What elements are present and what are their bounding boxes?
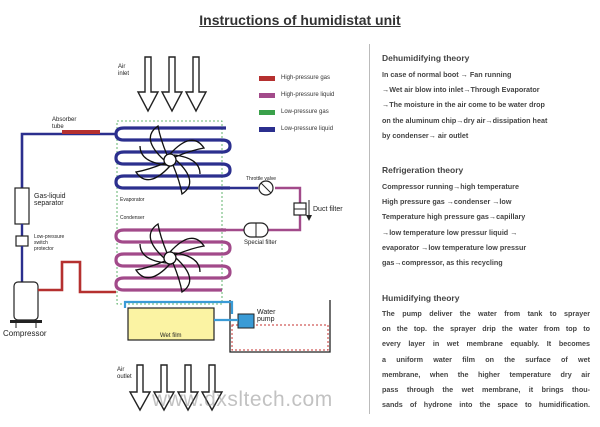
text-line: →low temperature low pressur liquid → <box>382 227 518 237</box>
air-outlet-label-line: Air <box>117 367 125 373</box>
text-line: →The moisture in the air come to be wate… <box>382 100 545 110</box>
legend-label: High-pressure gas <box>281 75 331 81</box>
text-line: In case of normal boot → Fan running <box>382 70 512 79</box>
water-pump <box>237 313 255 329</box>
water-pump-label-line: pump <box>257 316 275 323</box>
special-filter-shape <box>243 222 269 238</box>
air-inlet-label-line: Air <box>118 64 126 70</box>
switch-label-line: Low-pressure <box>34 234 65 240</box>
legend-item: High-pressure gas <box>281 74 330 82</box>
unit-housing <box>116 120 223 305</box>
humidifying-heading: Humidifying theory <box>382 293 460 303</box>
text-line: every layer in wet membrane equably. It … <box>382 339 590 349</box>
high-pressure-gas-line <box>38 260 116 294</box>
throttle-valve-shape <box>258 180 274 196</box>
text-line: The pump deliver the water from tank to … <box>382 309 590 318</box>
text-line: evaporator →low temperature low pressur <box>382 242 527 252</box>
refrigeration-heading: Refrigeration theory <box>382 165 464 175</box>
page-title: Instructions of humidistat unit <box>199 12 401 28</box>
legend-swatch <box>259 76 275 81</box>
evaporator-label: Evaporator <box>120 197 145 203</box>
text-line: gas→compressor, as this recycling <box>382 258 503 268</box>
refrigeration-body: Compressor running→high temperature High… <box>382 179 590 270</box>
water-pump-label-line: Water <box>257 309 276 316</box>
special-filter-label: Special filter <box>244 240 277 246</box>
text-line: on the top. the sprayer drip the water f… <box>382 324 590 334</box>
text-line: Compressor running→high temperature <box>382 182 519 191</box>
wet-film <box>127 307 215 341</box>
air-outlet-label-line: outlet <box>117 374 132 380</box>
low-pressure-line <box>20 130 116 190</box>
water-pump-label: Water pump <box>257 309 275 323</box>
air-inlet-label: Air inlet <box>118 64 129 78</box>
separator-label-line: Gas-liquid <box>34 193 66 200</box>
switch-label: Low-pressure switch protector <box>34 234 64 252</box>
condenser-coil <box>114 228 232 292</box>
liquid-line <box>226 186 302 232</box>
column-divider <box>369 44 370 414</box>
legend-label: Low-pressure gas <box>281 109 329 115</box>
separator-label-line: separator <box>34 200 64 207</box>
legend-swatch <box>259 93 275 98</box>
legend-item: High-pressure liquid <box>281 91 334 99</box>
switch-label-line: switch <box>34 240 48 246</box>
water-line <box>123 300 238 322</box>
separator-label: Gas-liquid separator <box>34 193 66 207</box>
absorber-tube-label: Absorber tube <box>52 117 76 131</box>
wet-film-label: Wet film <box>160 333 182 339</box>
condenser-fan <box>134 222 206 294</box>
absorber-tube-label-line: Absorber <box>52 117 77 123</box>
air-inlet-label-line: inlet <box>118 71 130 77</box>
evaporator-coil <box>114 126 232 190</box>
legend-swatch <box>259 127 275 132</box>
text-line: pass through the wet membrane, it brings… <box>382 385 590 395</box>
absorber-tube-label-line: tube <box>52 124 64 130</box>
text-line: Temperature high pressure gas→capillary <box>382 212 526 222</box>
legend-label: High-pressure liquid <box>281 92 335 98</box>
dehumidifying-heading: Dehumidifying theory <box>382 53 470 63</box>
text-line: High pressure gas →condenser →low <box>382 197 512 207</box>
text-line: by condenser→ air outlet <box>382 130 469 140</box>
throttle-valve-label: Throttle valve <box>246 176 277 182</box>
compressor-label: Compressor <box>3 329 47 338</box>
evaporator-fan <box>134 124 206 196</box>
low-pressure-switch <box>15 235 29 247</box>
legend-swatch <box>259 110 275 115</box>
duct-filter-label: Duct filter <box>313 206 343 213</box>
legend-item: Low-pressure liquid <box>281 125 333 133</box>
text-line: sands of hydrone into the space to humid… <box>382 400 590 410</box>
legend-label: Low-pressure liquid <box>281 126 334 132</box>
water-tank <box>229 300 331 353</box>
text-line: →Wet air blow into inlet→Through Evapora… <box>382 85 540 95</box>
condenser-label: Condenser <box>120 215 145 221</box>
air-outlet-label: Air outlet <box>117 367 132 381</box>
text-line: on the aluminum chip→dry air→dissipation… <box>382 115 548 125</box>
humidifying-body: The pump deliver the water from tank to … <box>382 306 590 412</box>
watermark: www.dxsltech.com <box>152 388 333 411</box>
compressor <box>10 281 42 328</box>
duct-filter-shape <box>293 200 312 221</box>
air-inlet-arrows <box>136 56 208 113</box>
text-line: a uniform water film on the surface of w… <box>382 354 590 364</box>
air-outlet-arrows <box>128 364 224 412</box>
dehumidifying-body: In case of normal boot → Fan running →We… <box>382 67 590 143</box>
legend-item: Low-pressure gas <box>281 108 329 116</box>
text-line: membrane, when the higher temperature dr… <box>382 369 590 379</box>
switch-label-line: protector <box>34 246 54 252</box>
gas-liquid-separator <box>14 187 30 225</box>
